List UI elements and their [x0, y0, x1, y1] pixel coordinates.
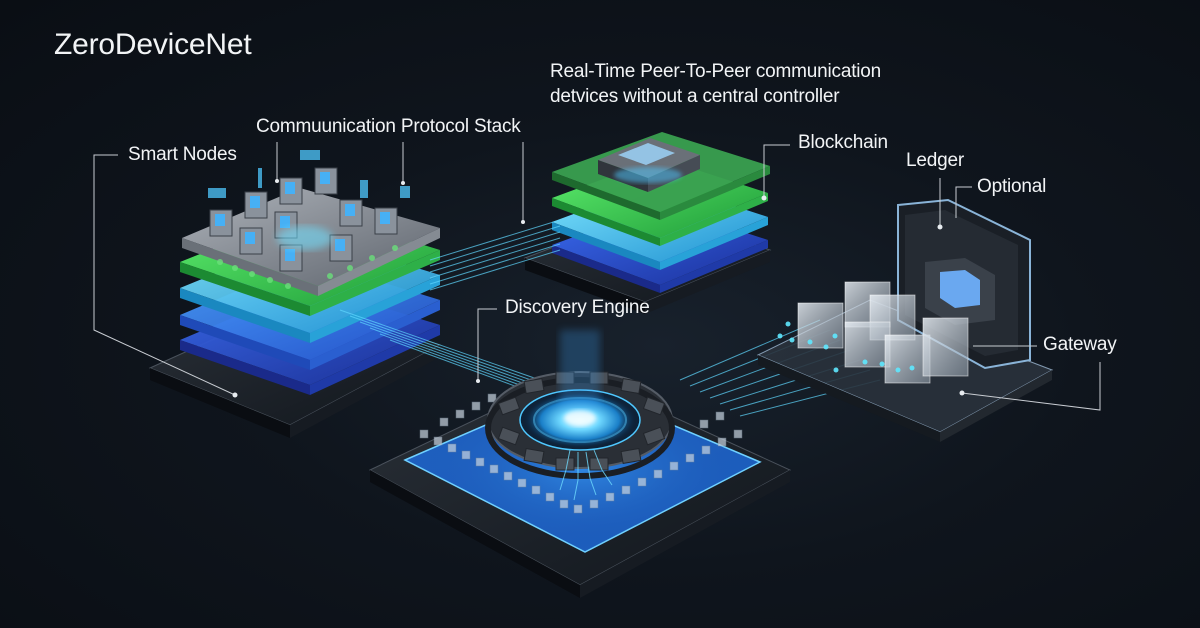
discovery-engine	[368, 330, 792, 598]
smart-nodes-stack	[148, 150, 442, 438]
subtitle-line-1: Real-Time Peer-To-Peer communication	[550, 61, 882, 82]
leader-lines	[93, 142, 1101, 411]
blockchain-stack	[523, 132, 772, 314]
label-ledger: Ledger	[906, 150, 964, 171]
gateway-module	[756, 198, 1054, 442]
label-smart-nodes: Smart Nodes	[128, 144, 237, 165]
page-title: ZeroDeviceNet	[54, 28, 252, 61]
label-protocol-stack: Commuunication Protocol Stack	[256, 116, 521, 137]
label-blockchain: Blockchain	[798, 132, 888, 153]
subtitle-line-2: detvices without a central controller	[550, 86, 840, 107]
label-optional: Optional	[977, 176, 1047, 197]
label-gateway: Gateway	[1043, 334, 1117, 355]
label-discovery-engine: Discovery Engine	[505, 297, 650, 318]
